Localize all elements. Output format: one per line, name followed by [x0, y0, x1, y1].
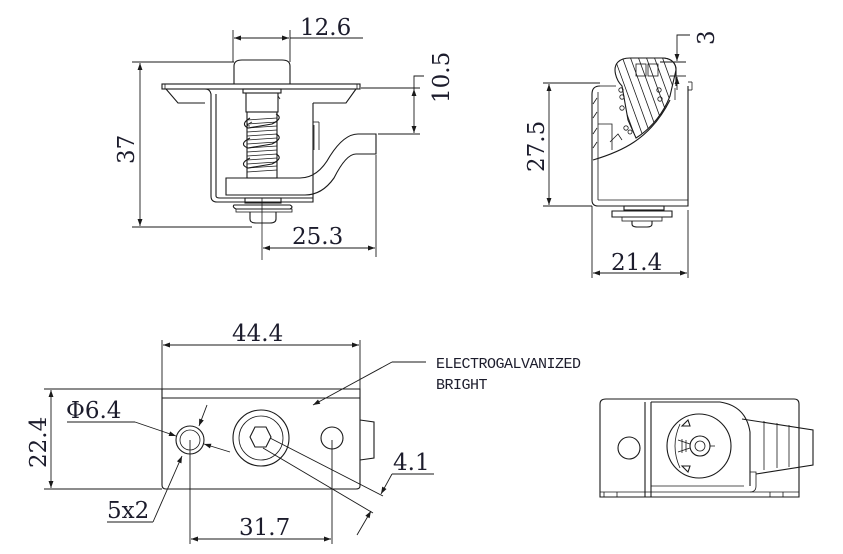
- dim-hole-diameter: Φ6.4: [66, 398, 121, 424]
- bottom-body: [599, 398, 800, 498]
- dim-body-height: 27.5: [524, 121, 550, 172]
- side-view: [591, 57, 693, 228]
- bottom-hole: [617, 436, 641, 460]
- rotor-center: [689, 435, 711, 457]
- dim-slot-offset: 4.1: [393, 450, 430, 476]
- dim-overall-width: 22.4: [26, 417, 52, 468]
- finish-note-line-2: BRIGHT: [436, 377, 488, 394]
- hex-bolt: [249, 426, 272, 448]
- front-view: [161, 59, 377, 260]
- dim-hole-spacing: 31.7: [239, 515, 290, 541]
- front-view-dimensions: 12.6 37 10.5 25.3: [114, 15, 455, 257]
- dim-top-width: 12.6: [300, 15, 351, 41]
- top-view-dimensions: 44.4 22.4 Φ6.4 5x2 31.7 4.1 ELECTROGALVA…: [26, 321, 582, 544]
- bottom-rotor: [666, 413, 732, 479]
- top-view: [161, 388, 375, 490]
- dim-body-depth: 21.4: [611, 250, 662, 276]
- hex-bolt-washer: [232, 409, 290, 467]
- dim-hole-spec: 5x2: [107, 498, 149, 524]
- cam-handle: [225, 133, 377, 196]
- dim-handle-offset: 10.5: [429, 52, 455, 103]
- spring: [242, 111, 280, 179]
- finish-note-line-1: ELECTROGALVANIZED: [436, 356, 581, 373]
- housing: [204, 88, 314, 203]
- top-plate: [161, 388, 361, 490]
- bottom-view: [599, 398, 814, 498]
- side-view-dimensions: 3 27.5 21.4: [524, 30, 720, 278]
- dim-overall-height: 37: [114, 135, 140, 164]
- flange-plate: [161, 83, 361, 90]
- dim-overall-length: 44.4: [232, 321, 283, 347]
- hatched-cam-section: [614, 57, 677, 139]
- side-body: [591, 85, 689, 207]
- button-head: [233, 59, 291, 84]
- bottom-lever: [741, 418, 814, 475]
- dim-flange-thickness: 3: [694, 30, 720, 45]
- dim-handle-reach: 25.3: [292, 224, 343, 250]
